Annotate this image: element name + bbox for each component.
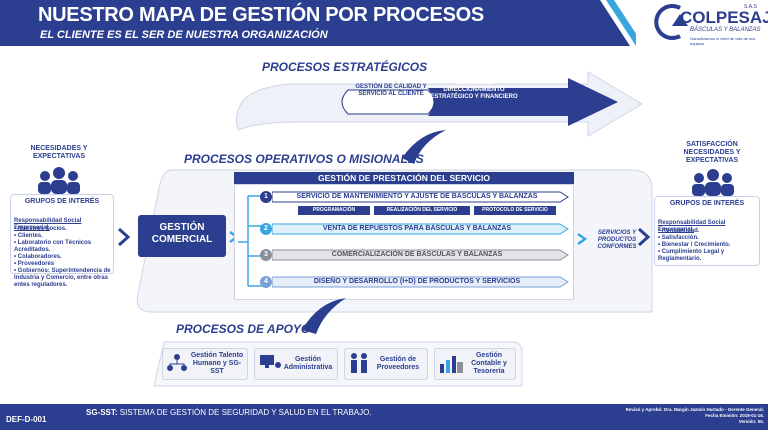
list-item: • Colaboradores.	[14, 254, 62, 260]
logo-tagline: BÁSCULAS Y BALANZAS	[690, 27, 761, 33]
footer-bar	[0, 404, 768, 430]
swoosh-bottom-icon	[302, 298, 346, 334]
support-item-providers	[344, 348, 428, 380]
row-label: COMERCIALIZACIÓN DE BÁSCULAS Y BALANZAS	[331, 251, 503, 258]
right-group-box	[654, 196, 760, 266]
row-label: DISEÑO Y DESARROLLO (I+D) DE PRODUCTOS Y…	[313, 278, 521, 285]
right-needs-label: SATISFACCIÓN NECESIDADES Y EXPECTATIVAS	[683, 141, 741, 164]
right-group-list: • Rentabilidad. • Satisfacción. • Bienes…	[658, 228, 758, 263]
service-title-bar	[234, 172, 574, 184]
strategic-item-direction: GESTIÓN DE DIRECCIONAMIENTO ESTRATÉGICO …	[430, 80, 518, 100]
finance-chart-icon	[440, 356, 463, 373]
strategic-title: PROCESOS ESTRATÉGICOS	[262, 60, 428, 74]
service-branch-lines	[238, 195, 262, 287]
support-item-label: Gestión Talento Humano y SG-SST	[190, 352, 244, 375]
support-item-label: Gestión Contable y Tesorería	[471, 352, 507, 375]
sgsst-note: SG-SST: SISTEMA DE GESTIÓN DE SEGURIDAD …	[86, 408, 372, 417]
commercial-label: GESTIÓN COMERCIAL	[151, 222, 213, 245]
chevron-right-left-icon	[118, 227, 131, 247]
tag-programacion: PROGRAMACIÓN	[298, 206, 370, 215]
logo-slogan: Garantizamos el nivel de vida de sus equ…	[690, 36, 756, 46]
list-item: • Laboratorio con Técnicos Acreditados.	[14, 240, 92, 253]
row-arrow	[272, 223, 569, 235]
left-rse: Responsabilidad Social Empresarial.	[14, 218, 82, 231]
list-item: • Gobiernos: Superintendencia de Industr…	[14, 268, 111, 288]
row-arrow	[272, 191, 569, 203]
list-item: • Bienestar / Crecimiento.	[658, 242, 731, 248]
chevron-output-icon	[577, 232, 588, 246]
logo-mark-icon	[654, 4, 688, 40]
row-number: 3	[260, 249, 272, 261]
row-label: SERVICIO DE MANTENIMIENTO Y AJUSTE DE BÁ…	[296, 193, 538, 200]
row-number: 2	[260, 223, 272, 235]
handshake-people-icon	[351, 353, 367, 373]
service-title: GESTIÓN DE PRESTACIÓN DEL SERVICIO	[318, 173, 490, 183]
people-group-right-icon	[692, 169, 734, 196]
list-item: • Satisfacción.	[658, 235, 699, 241]
document-code: DEF-D-001	[6, 415, 47, 424]
left-group-list: • Nuestros Socios. • Clientes. • Laborat…	[14, 226, 112, 289]
row-arrow	[272, 276, 569, 288]
page-subtitle: EL CLIENTE ES EL SER DE NUESTRA ORGANIZA…	[40, 29, 328, 41]
right-group-title: GRUPOS DE INTERÉS	[669, 200, 745, 207]
left-needs-label: NECESIDADES Y EXPECTATIVAS	[30, 145, 88, 160]
row-arrow	[272, 249, 569, 261]
chevron-right-output-icon	[638, 227, 651, 247]
support-item-label: Gestión de Proveedores	[376, 356, 420, 371]
list-item: • Proveedores	[14, 261, 55, 267]
swoosh-top-icon	[402, 130, 446, 164]
output-label: SERVICIOS Y PRODUCTOS CONFORMES	[597, 230, 637, 250]
list-item: • Rentabilidad.	[658, 228, 700, 234]
support-title: PROCESOS DE APOYO	[176, 322, 311, 336]
tag-protocolo: PROTOCOLO DE SERVICIO	[474, 206, 556, 215]
row-number: 1	[260, 191, 272, 203]
logo-name: COLPESAJE	[680, 8, 768, 27]
support-item-label: Gestión Administrativa	[283, 356, 333, 371]
left-group-box	[10, 194, 114, 274]
row-label: VENTA DE REPUESTOS PARA BÁSCULAS Y BALAN…	[322, 225, 512, 232]
right-rse: Responsabilidad Social Empresarial.	[658, 220, 726, 233]
list-item: • Nuestros Socios.	[14, 226, 67, 232]
left-group-title: GRUPOS DE INTERÉS	[24, 198, 100, 205]
strategic-arrow	[236, 71, 643, 137]
logo-suffix: S.A.S	[744, 4, 757, 10]
list-item: • Cumplimiento Legal y Reglamentario.	[658, 249, 725, 262]
row-number: 4	[260, 276, 272, 288]
page-title: NUESTRO MAPA DE GESTIÓN POR PROCESOS	[38, 4, 484, 26]
list-item: • Clientes.	[14, 233, 43, 239]
tag-realizacion: REALIZACIÓN DEL SERVICIO	[374, 206, 470, 215]
strategic-item-quality: GESTIÓN DE CALIDAD Y SERVICIO AL CLIENTE	[355, 84, 427, 97]
people-network-icon	[167, 354, 187, 371]
commercial-box	[138, 215, 226, 257]
computer-icon	[260, 355, 281, 368]
approval-info: Revisó y Aprobó: Dra. Margin Jazmín Hurt…	[625, 407, 764, 424]
people-group-left-icon	[38, 167, 80, 194]
operative-title: PROCESOS OPERATIVOS O MISIONALES	[184, 152, 424, 166]
